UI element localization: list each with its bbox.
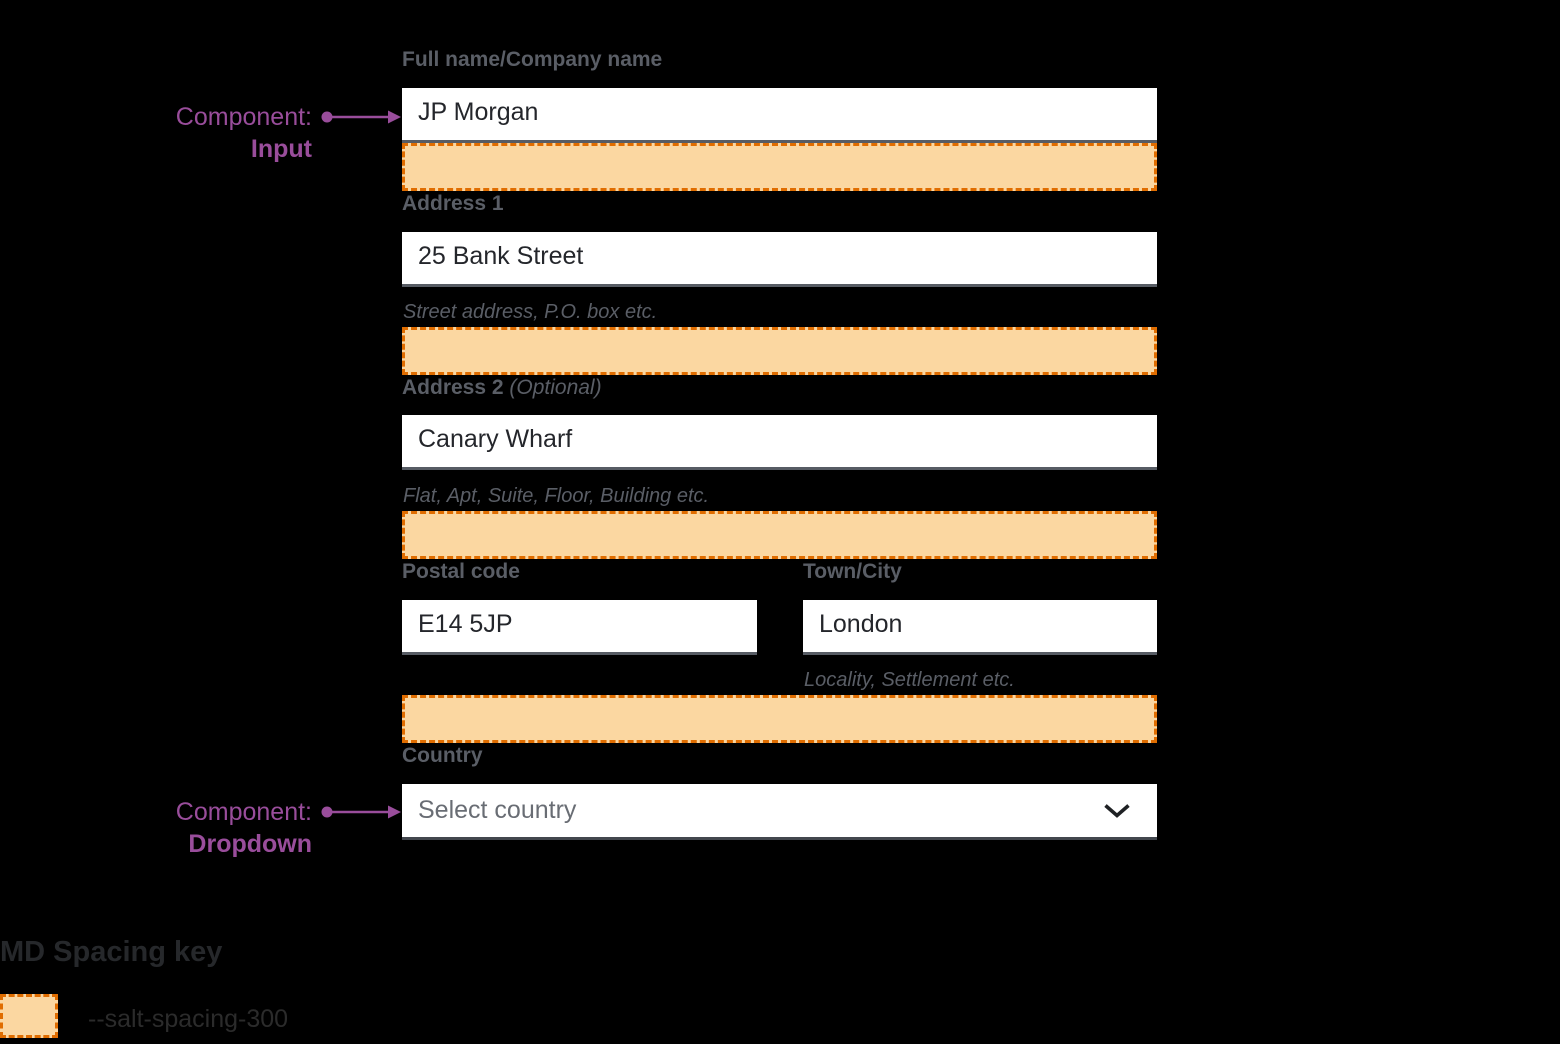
address2-input[interactable] (402, 415, 1157, 470)
address2-label-text: Address 2 (402, 376, 504, 399)
spacing-block-300 (402, 695, 1157, 743)
postal-code-input[interactable] (402, 600, 757, 655)
address1-label: Address 1 (402, 192, 504, 215)
country-dropdown-placeholder: Select country (418, 796, 577, 824)
component-dropdown-annotation: Component: Dropdown (176, 796, 312, 860)
annotation-component-name: Input (250, 135, 312, 163)
annotation-arrow (321, 110, 401, 124)
address2-label: Address 2 (Optional) (402, 376, 602, 400)
town-city-label: Town/City (803, 560, 902, 583)
full-name-label: Full name/Company name (402, 48, 663, 71)
spacing-key-heading: MD Spacing key (0, 936, 223, 968)
town-city-input[interactable] (803, 600, 1157, 655)
address2-helper-text: Flat, Apt, Suite, Floor, Building etc. (403, 485, 710, 507)
full-name-input[interactable] (402, 88, 1157, 143)
spacing-block-300 (402, 327, 1157, 375)
annotation-arrow (321, 805, 401, 819)
town-city-helper-text: Locality, Settlement etc. (804, 669, 1015, 691)
address1-helper-text: Street address, P.O. box etc. (403, 301, 658, 323)
annotation-prefix: Component: (175, 798, 312, 826)
country-label: Country (402, 744, 483, 767)
component-input-annotation: Component: Input (176, 101, 312, 165)
annotation-prefix: Component: (175, 103, 312, 131)
address2-optional-text: (Optional) (509, 376, 602, 399)
address1-input[interactable] (402, 232, 1157, 287)
spacing-block-300 (402, 143, 1157, 191)
postal-code-label: Postal code (402, 560, 520, 583)
spacing-block-300 (402, 511, 1157, 559)
spacing-key-swatch (0, 994, 58, 1038)
annotation-component-name: Dropdown (188, 830, 312, 858)
spacing-key-token: --salt-spacing-300 (88, 1005, 289, 1033)
country-dropdown[interactable]: Select country (402, 784, 1157, 840)
chevron-down-icon (1103, 803, 1131, 819)
